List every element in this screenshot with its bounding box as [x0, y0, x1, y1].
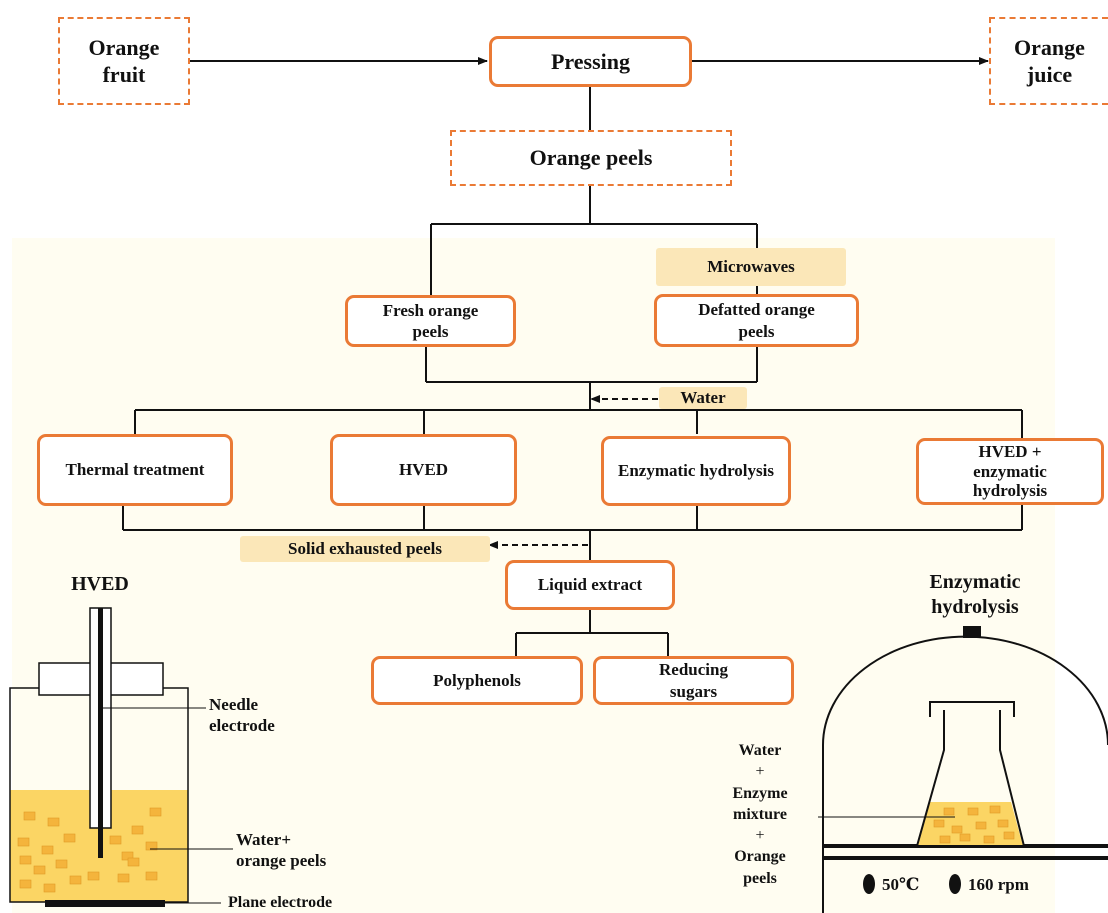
peel-particle	[943, 807, 955, 816]
peel-particle	[975, 821, 987, 830]
needle-electrode	[98, 608, 103, 858]
temperature-knob-icon	[863, 874, 875, 894]
speed-knob-icon	[949, 874, 961, 894]
peel-particle	[959, 833, 971, 842]
peel-particle	[33, 865, 46, 875]
node-liquid-extract: Liquid extract	[505, 560, 675, 610]
flask-particles	[933, 805, 1015, 844]
peel-particle	[69, 875, 82, 885]
node-polyphenols: Polyphenols	[371, 656, 583, 705]
temperature-label: 50℃	[882, 875, 920, 895]
enzymatic-apparatus	[818, 626, 1108, 913]
node-thermal-treatment: Thermal treatment	[37, 434, 233, 506]
peel-particle	[149, 807, 162, 817]
peel-particle	[1003, 831, 1015, 840]
peel-particle	[47, 817, 60, 827]
speed-label: 160 rpm	[968, 875, 1029, 895]
hved-setup-title: HVED	[71, 572, 129, 595]
plane-electrode-label: Plane electrode	[228, 893, 333, 911]
peel-particle	[117, 873, 130, 883]
incubator-dome	[822, 635, 1108, 913]
incubator-knob	[963, 626, 981, 638]
peel-particle	[55, 859, 68, 869]
enzymatic-setup-title: Enzymatic hydrolysis	[929, 571, 1021, 618]
flask-contents-label: Water + Enzyme mixture + Orange peels	[732, 742, 788, 887]
peel-particle	[131, 825, 144, 835]
node-reducing-sugars: Reducing sugars	[593, 656, 794, 705]
node-hved: HVED	[330, 434, 517, 506]
node-fresh-peels: Fresh orange peels	[345, 295, 516, 347]
node-pressing: Pressing	[489, 36, 692, 87]
node-orange-fruit: Orange fruit	[58, 17, 190, 105]
peel-particle	[989, 805, 1001, 814]
connector-pretreatment-merge	[425, 346, 758, 410]
node-orange-peels: Orange peels	[450, 130, 732, 186]
connector-treatments-merge	[122, 505, 1023, 560]
peel-particle	[63, 833, 76, 843]
peel-particle	[17, 837, 30, 847]
peel-particle	[23, 811, 36, 821]
peel-particle	[967, 807, 979, 816]
peel-particle	[121, 851, 134, 861]
peel-particle	[145, 871, 158, 881]
peel-particle	[933, 819, 945, 828]
peel-particle	[41, 845, 54, 855]
peel-particle	[109, 835, 122, 845]
node-enzymatic-hydrolysis: Enzymatic hydrolysis	[601, 436, 791, 506]
input-microwaves: Microwaves	[656, 248, 846, 286]
plane-electrode	[45, 900, 165, 907]
peel-particle	[983, 835, 995, 844]
node-hved-enzymatic: HVED + enzymatic hydrolysis	[916, 438, 1104, 505]
flask	[915, 710, 1026, 847]
peel-particle	[43, 883, 56, 893]
hved-particles	[17, 807, 162, 893]
node-defatted-peels: Defatted orange peels	[654, 294, 859, 347]
needle-electrode-label: Needle electrode	[209, 694, 275, 735]
peel-particle	[951, 825, 963, 834]
flask-rim	[929, 701, 1015, 717]
connector-treatments-split	[134, 409, 1023, 438]
input-water: Water	[659, 387, 747, 409]
peel-particle	[19, 855, 32, 865]
hved-apparatus	[9, 607, 233, 907]
peel-particle	[939, 835, 951, 844]
peel-particle	[997, 819, 1009, 828]
peel-particle	[127, 857, 140, 867]
connector-products	[515, 610, 669, 656]
peel-particle	[145, 841, 158, 851]
peel-particle	[87, 871, 100, 881]
mixture-label: Water+ orange peels	[236, 829, 327, 870]
output-solid-exhausted: Solid exhausted peels	[240, 536, 490, 562]
peel-particle	[19, 879, 32, 889]
node-orange-juice: Orange juice	[989, 17, 1108, 105]
